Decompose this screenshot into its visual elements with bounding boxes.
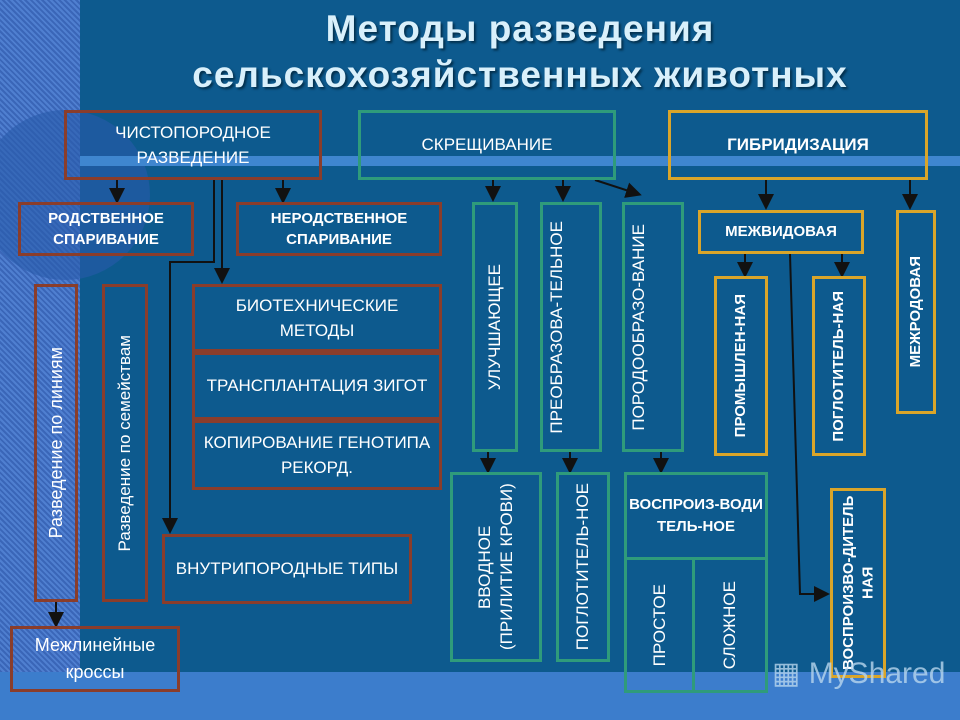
family-breeding-label: Разведение по семействам [115, 334, 135, 552]
purebred-breeding-box: ЧИСТОПОРОДНОЕ РАЗВЕДЕНИЕ [64, 110, 322, 180]
bottom-band [0, 672, 960, 720]
decorative-circle [0, 110, 150, 280]
simple-label: ПРОСТОЕ [649, 583, 669, 667]
absorbing-crossing-box: ПОГЛОТИТЕЛЬ-НОЕ [556, 472, 610, 662]
industrial-box: ПРОМЫШЛЕН-НАЯ [714, 276, 768, 456]
introductory-box: ВВОДНОЕ (ПРИЛИТИЕ КРОВИ) [450, 472, 542, 662]
reproductive-hybrid-box: ВОСПРОИЗВО-ДИТЕЛЬНАЯ [830, 488, 886, 678]
interline-crosses-box: Межлинейные кроссы [10, 626, 180, 692]
breedforming-box: ПОРОДООБРАЗО-ВАНИЕ [622, 202, 684, 452]
decorative-stripe [80, 156, 960, 166]
title-line-1: Методы разведения [325, 8, 715, 49]
transforming-label: ПРЕОБРАЗОВА-ТЕЛЬНОЕ [547, 220, 566, 434]
intergeneric-label: МЕЖРОДОВАЯ [906, 256, 924, 368]
industrial-label: ПРОМЫШЛЕН-НАЯ [732, 294, 750, 438]
watermark: ▦ MyShared [772, 656, 945, 691]
introductory-label: ВВОДНОЕ (ПРИЛИТИЕ КРОВИ) [474, 483, 516, 651]
reproductive-hybrid-label: ВОСПРОИЗВО-ДИТЕЛЬНАЯ [839, 495, 877, 671]
hybridization-box: ГИБРИДИЗАЦИЯ [668, 110, 928, 180]
absorbing-hybrid-box: ПОГЛОТИТЕЛЬ-НАЯ [812, 276, 866, 456]
reproductive-crossing-box: ВОСПРОИЗ-ВОДИТЕЛЬ-НОЕ [624, 472, 768, 560]
zygote-transplant-box: ТРАНСПЛАНТАЦИЯ ЗИГОТ [192, 352, 442, 420]
simple-box: ПРОСТОЕ [624, 557, 695, 693]
presentation-icon: ▦ [772, 657, 809, 690]
intergeneric-box: МЕЖРОДОВАЯ [896, 210, 936, 414]
intrabreed-types-box: ВНУТРИПОРОДНЫЕ ТИПЫ [162, 534, 412, 604]
biotech-methods-box: БИОТЕХНИЧЕСКИЕ МЕТОДЫ [192, 284, 442, 352]
crossing-box: СКРЕЩИВАНИЕ [358, 110, 616, 180]
title-line-2: сельскохозяйственных животных [192, 54, 848, 95]
improving-box: УЛУЧШАЮЩЕЕ [472, 202, 518, 452]
breedforming-label: ПОРОДООБРАЗО-ВАНИЕ [629, 223, 648, 431]
line-breeding-label: Разведение по линиям [45, 347, 66, 539]
line-breeding-box: Разведение по линиям [34, 284, 78, 602]
absorbing-crossing-label: ПОГЛОТИТЕЛЬ-НОЕ [572, 483, 592, 651]
absorbing-hybrid-label: ПОГЛОТИТЕЛЬ-НАЯ [830, 290, 848, 442]
genotype-copy-box: КОПИРОВАНИЕ ГЕНОТИПА РЕКОРД. [192, 420, 442, 490]
improving-label: УЛУЧШАЮЩЕЕ [485, 263, 505, 391]
complex-box: СЛОЖНОЕ [692, 557, 768, 693]
interspecies-box: МЕЖВИДОВАЯ [698, 210, 864, 254]
transforming-box: ПРЕОБРАЗОВА-ТЕЛЬНОЕ [540, 202, 602, 452]
watermark-text: MyShared [808, 657, 946, 690]
unrelated-mating-box: НЕРОДСТВЕННОЕ СПАРИВАНИЕ [236, 202, 442, 256]
family-breeding-box: Разведение по семействам [102, 284, 148, 602]
complex-label: СЛОЖНОЕ [720, 580, 740, 670]
related-mating-box: РОДСТВЕННОЕ СПАРИВАНИЕ [18, 202, 194, 256]
